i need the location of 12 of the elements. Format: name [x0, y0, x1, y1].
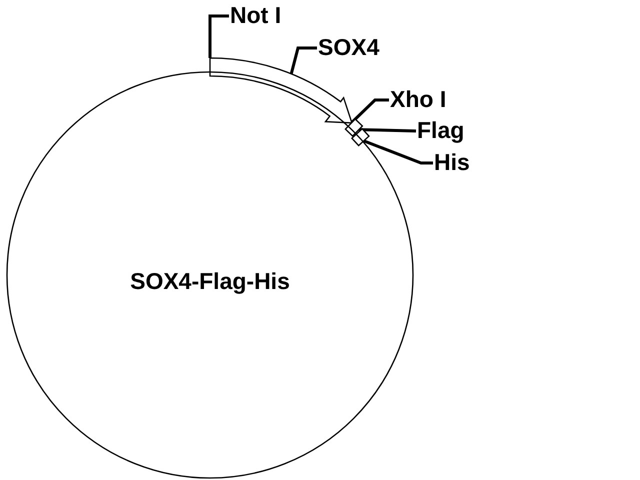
feature-label: Not I: [230, 4, 282, 27]
tag-box: [344, 118, 364, 137]
feature-label: Flag: [417, 119, 464, 142]
leader-line: [363, 140, 433, 164]
plasmid-name: SOX4-Flag-His: [129, 270, 291, 293]
tag-box: [350, 128, 370, 147]
feature-label: His: [434, 151, 470, 174]
leader-line: [290, 46, 317, 74]
feature-label: Xho I: [390, 88, 446, 111]
leader-line: [208, 14, 229, 58]
gene-arrow: [209, 57, 353, 124]
feature-label: SOX4: [318, 36, 380, 59]
